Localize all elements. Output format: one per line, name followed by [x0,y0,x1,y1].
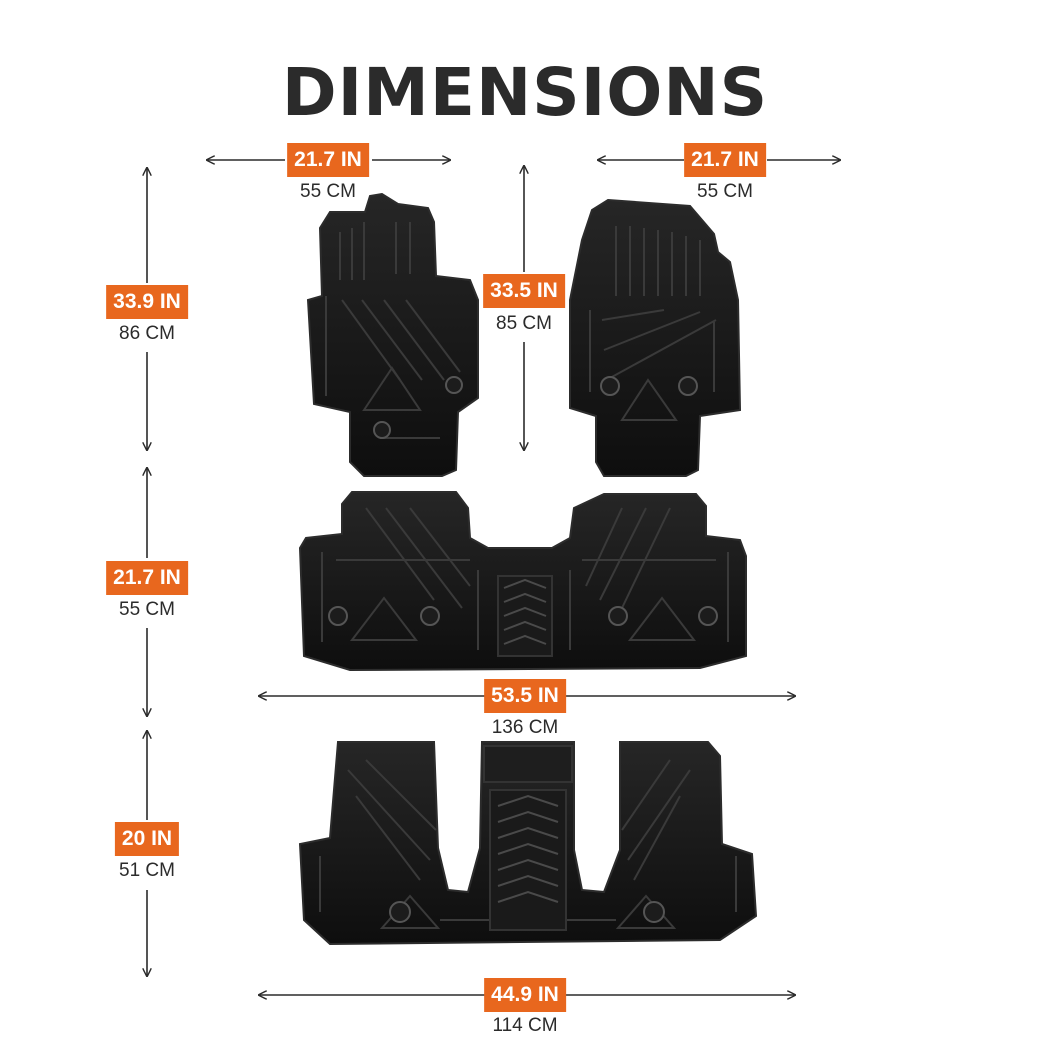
third-row-width-inch-badge: 44.9 IN [484,978,566,1012]
third-row-width-cm-label: 114 CM [492,1015,558,1036]
passenger-height-inch-badge: 33.5 IN [483,274,565,308]
second-row-height-cm-label: 55 CM [119,599,175,620]
passenger-height-cm-label: 85 CM [496,313,552,334]
page-title: DIMENSIONS [281,54,769,131]
second-row-height-inch-badge: 21.7 IN [106,561,188,595]
front-height-cm-label: 86 CM [119,323,175,344]
third-row-height-inch-badge: 20 IN [114,822,180,856]
driver-width-inch-badge: 21.7 IN [287,143,369,177]
second-row-width-cm-label: 136 CM [491,717,559,738]
front-height-inch-badge: 33.9 IN [106,285,188,319]
dimension-arrows [147,160,840,995]
third-row-mat [298,741,758,946]
passenger-width-inch-badge: 21.7 IN [684,143,766,177]
second-row-width-inch-badge: 53.5 IN [484,679,566,713]
driver-mat [306,192,479,477]
third-row-height-cm-label: 51 CM [119,860,175,881]
passenger-mat [569,198,742,477]
passenger-width-cm-label: 55 CM [697,181,753,202]
driver-width-cm-label: 55 CM [300,181,356,202]
second-row-mat [298,491,747,672]
